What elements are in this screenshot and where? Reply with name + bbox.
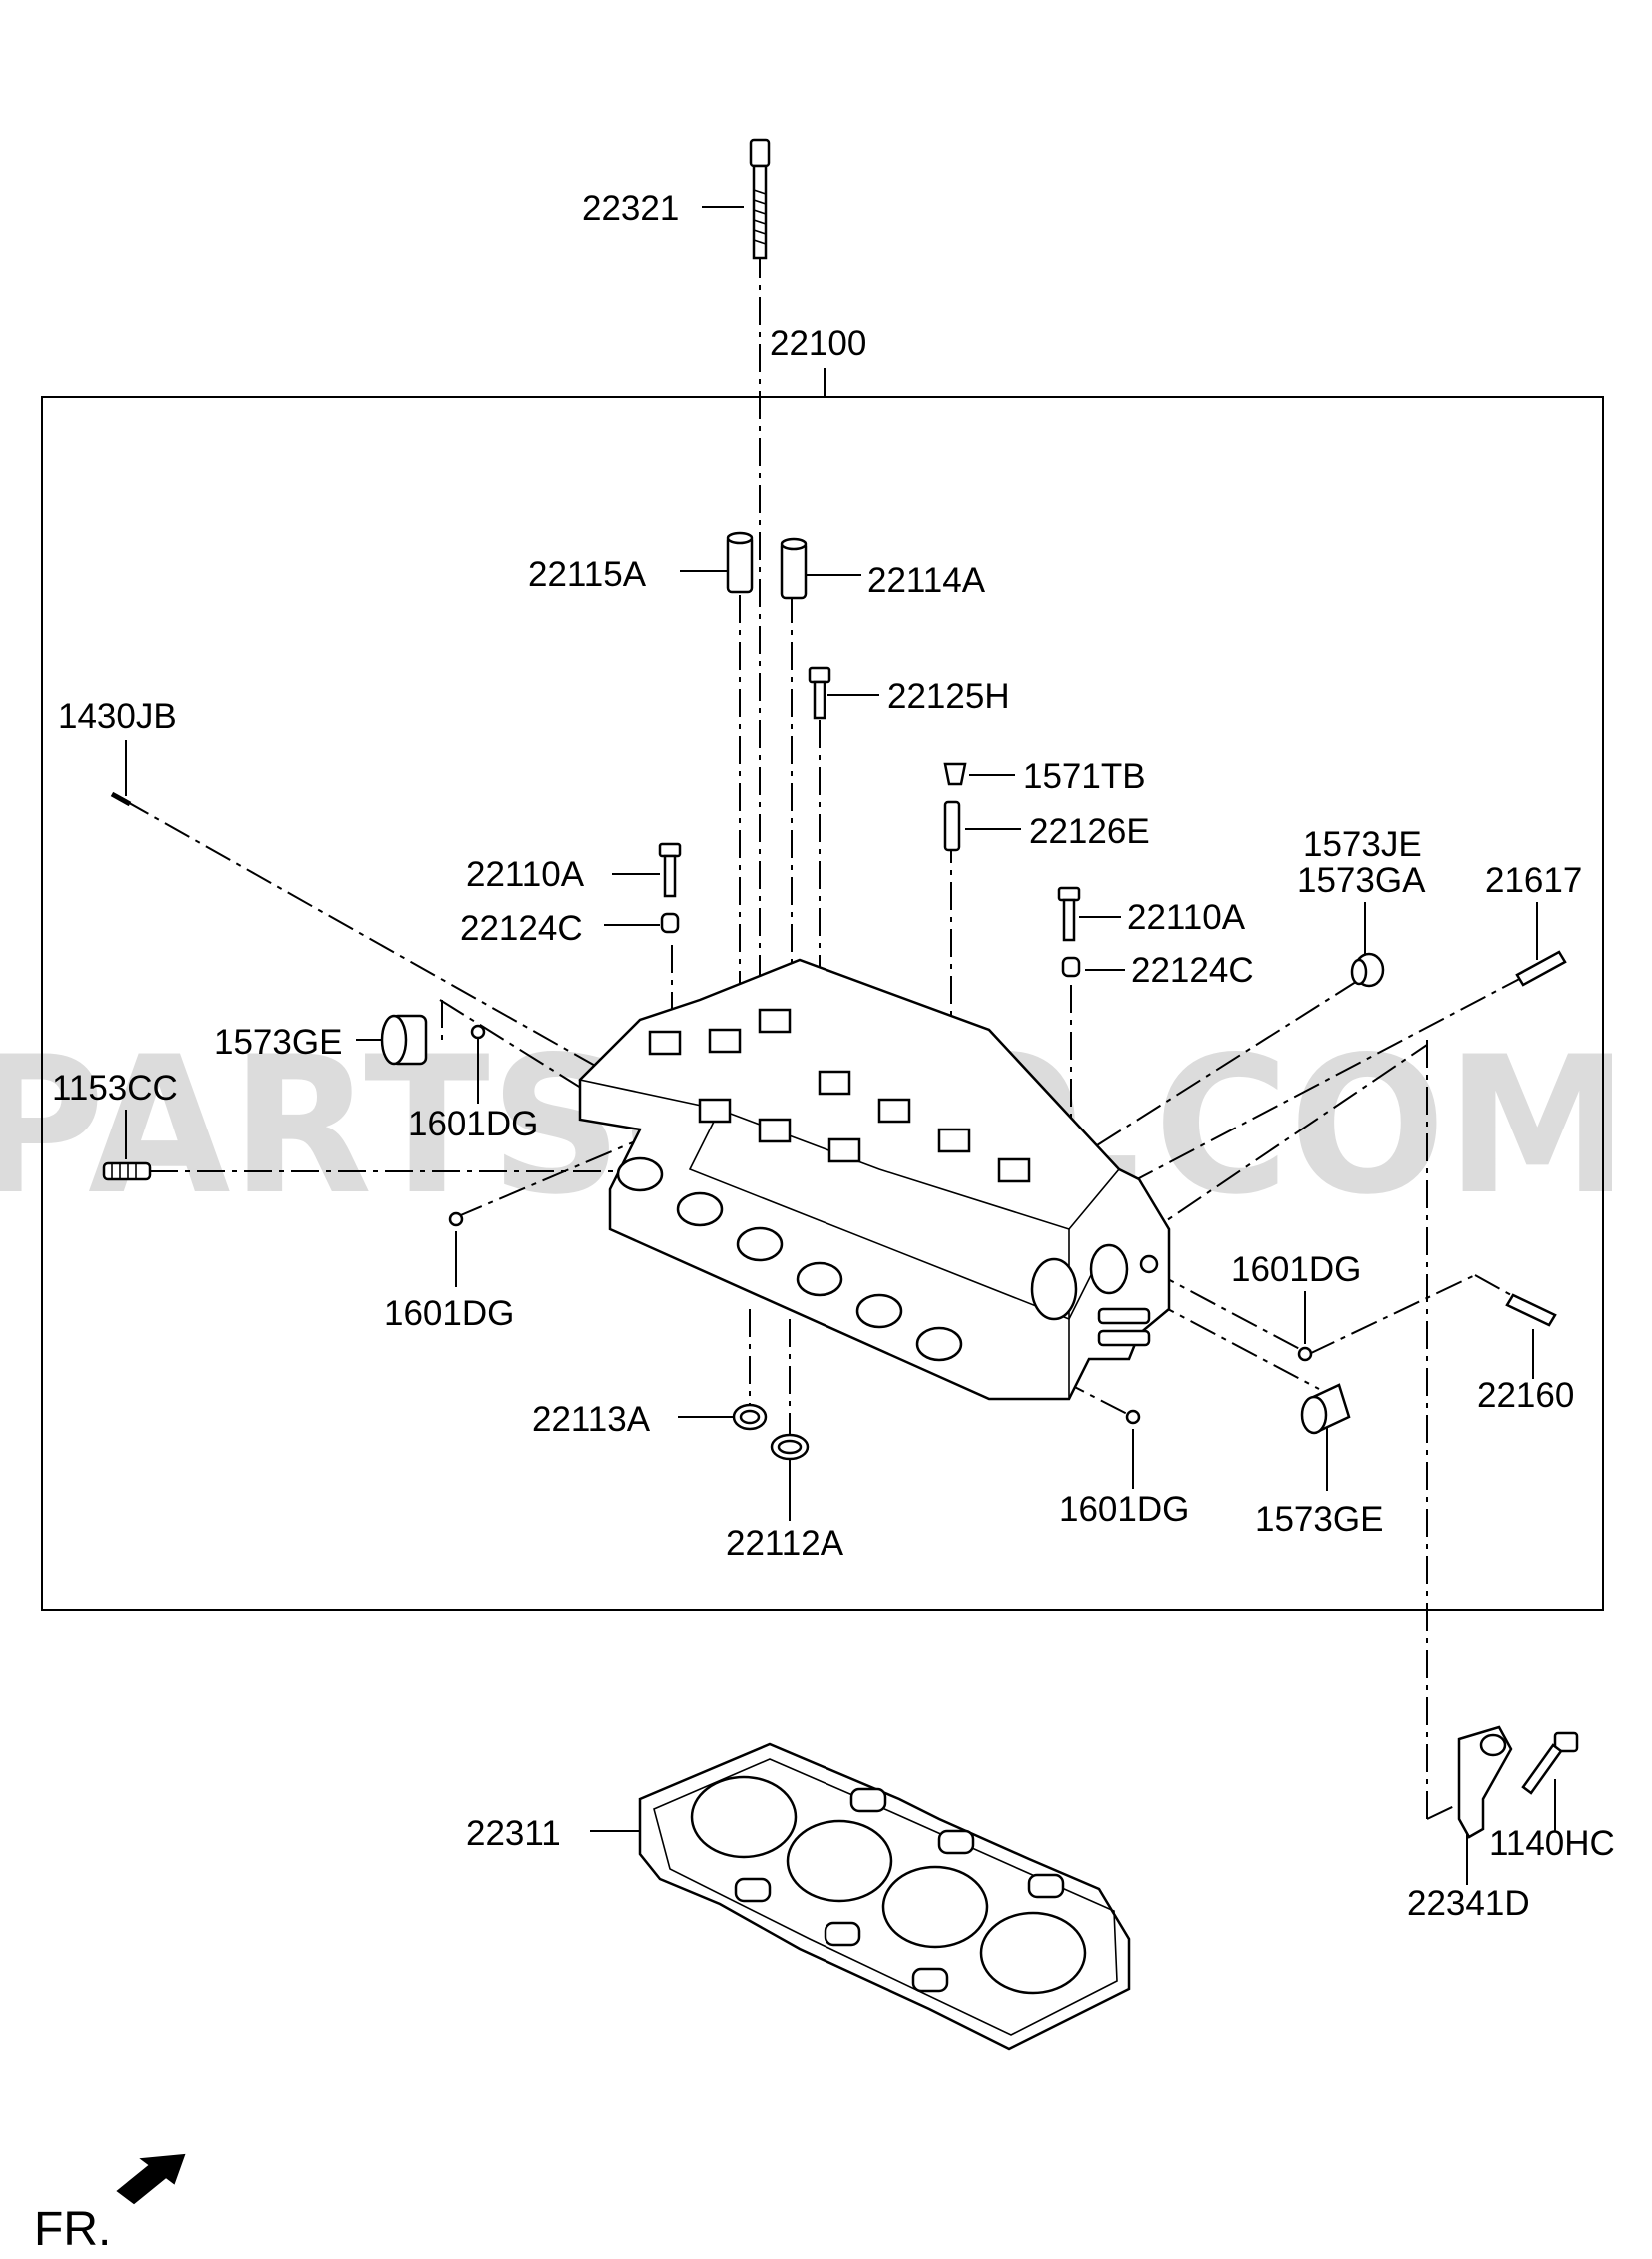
label-22160: 22160 bbox=[1477, 1376, 1574, 1415]
oring-22112A bbox=[770, 1433, 810, 1461]
label-22100: 22100 bbox=[770, 324, 866, 363]
washer-22124C-left bbox=[660, 912, 680, 934]
front-direction-arrow-icon bbox=[116, 2153, 186, 2205]
ball-1601DG-c bbox=[1297, 1346, 1313, 1362]
stud-21617 bbox=[1515, 950, 1567, 987]
label-22114A: 22114A bbox=[867, 561, 986, 600]
label-22341D: 22341D bbox=[1407, 1884, 1530, 1923]
plug-1573GE-right bbox=[1300, 1383, 1351, 1435]
leader-lines bbox=[125, 206, 1556, 1885]
ball-1601DG-d bbox=[1125, 1409, 1141, 1425]
label-21617: 21617 bbox=[1485, 861, 1582, 900]
head-gasket-22311 bbox=[638, 1742, 1131, 2051]
bolt-1140HC bbox=[1521, 1731, 1579, 1795]
label-1601DG-d: 1601DG bbox=[1059, 1490, 1189, 1529]
label-22126E: 22126E bbox=[1029, 812, 1150, 851]
pin-1430JB bbox=[110, 791, 132, 807]
bolt-22125H bbox=[808, 666, 831, 720]
label-1601DG-b: 1601DG bbox=[384, 1294, 514, 1333]
sleeve-22114A bbox=[780, 537, 808, 600]
assembly-frame bbox=[41, 396, 1604, 1611]
label-1601DG-a: 1601DG bbox=[408, 1105, 538, 1143]
ball-1601DG-a bbox=[470, 1024, 486, 1040]
label-22125H: 22125H bbox=[887, 677, 1010, 716]
bolt-22321 bbox=[749, 138, 771, 260]
cap-1571TB bbox=[943, 762, 967, 786]
stud-1153CC bbox=[102, 1161, 152, 1181]
plug-1573JE bbox=[1350, 952, 1385, 988]
label-22124C-right: 22124C bbox=[1131, 951, 1254, 990]
label-22124C-left: 22124C bbox=[460, 909, 583, 948]
plug-1573GE-left bbox=[380, 1014, 428, 1066]
label-22115A: 22115A bbox=[528, 555, 647, 594]
direction-label: FR. bbox=[34, 2203, 111, 2256]
label-1571TB: 1571TB bbox=[1023, 757, 1146, 796]
oring-22113A bbox=[732, 1403, 768, 1431]
label-22321: 22321 bbox=[582, 189, 679, 228]
label-22110A-right: 22110A bbox=[1127, 898, 1246, 937]
label-22311: 22311 bbox=[466, 1814, 561, 1853]
label-1573GE-left: 1573GE bbox=[214, 1023, 342, 1062]
washer-22124C-right bbox=[1061, 956, 1081, 978]
label-1601DG-c: 1601DG bbox=[1231, 1250, 1361, 1289]
dashed-lines bbox=[123, 250, 1528, 1820]
pin-22126E bbox=[943, 800, 961, 852]
label-1573GE-right: 1573GE bbox=[1255, 1500, 1383, 1539]
ball-1601DG-b bbox=[448, 1211, 464, 1227]
cylinder-head-22100 bbox=[578, 958, 1171, 1401]
label-1430JB: 1430JB bbox=[58, 697, 177, 736]
label-1573JE: 1573JE bbox=[1303, 825, 1422, 864]
bolt-22110A-right bbox=[1057, 886, 1081, 942]
stud-22160 bbox=[1505, 1293, 1557, 1327]
label-1153CC: 1153CC bbox=[52, 1069, 178, 1108]
sleeve-22115A bbox=[726, 531, 754, 594]
label-22113A: 22113A bbox=[532, 1400, 651, 1439]
label-22110A-left: 22110A bbox=[466, 855, 585, 894]
label-1140HC: 1140HC bbox=[1489, 1824, 1615, 1863]
label-1573GA: 1573GA bbox=[1297, 861, 1426, 900]
bolt-22110A-left bbox=[658, 842, 682, 898]
bracket-22341D bbox=[1457, 1725, 1513, 1839]
label-22112A: 22112A bbox=[726, 1524, 844, 1563]
